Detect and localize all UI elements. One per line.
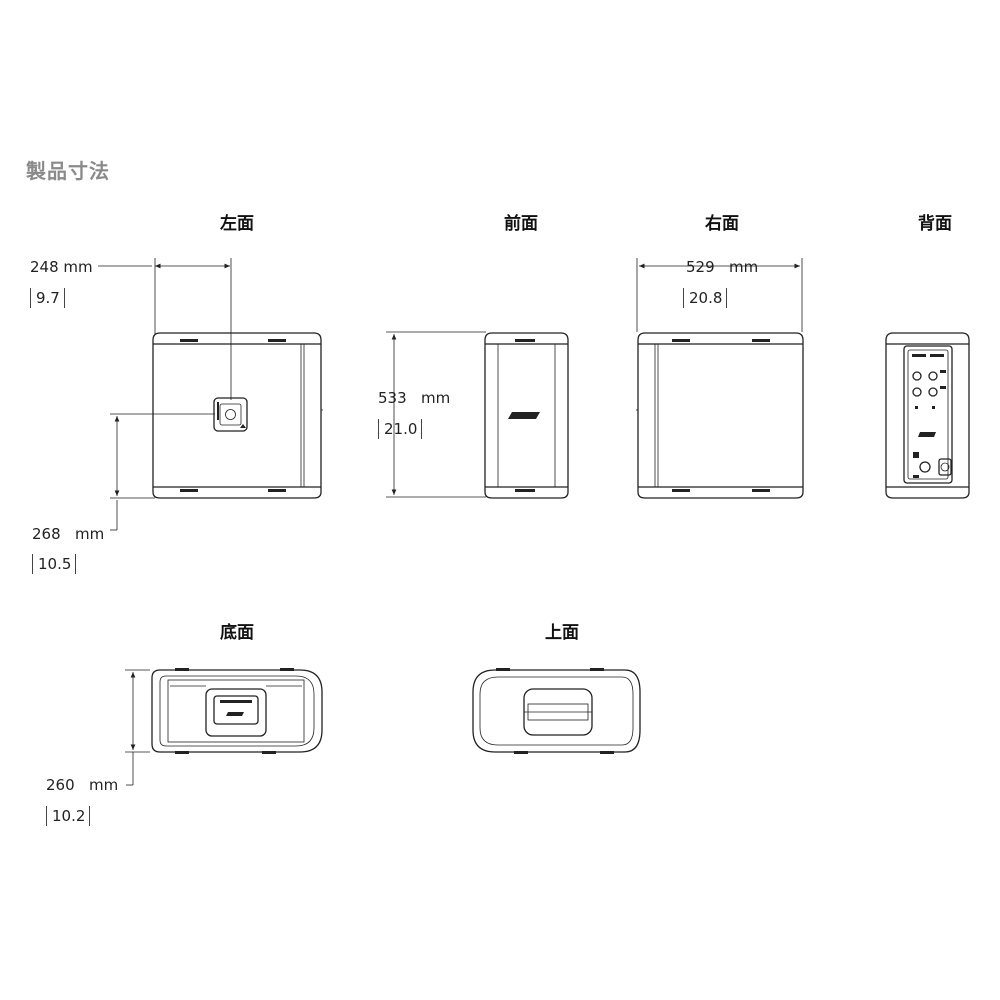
page-title: 製品寸法 <box>26 159 110 183</box>
view-label-left: 左面 <box>220 214 254 234</box>
dim-side-height-inch: 10.5 <box>32 554 77 574</box>
dim-side-height-mm: 268 mm <box>32 525 105 543</box>
view-label-back: 背面 <box>918 214 952 234</box>
dim-width-inch: 20.8 <box>683 288 728 308</box>
dim-depth-mm: 248 mm <box>30 258 93 276</box>
top-view-drawing <box>472 668 641 754</box>
dim-bottom-depth-inch: 10.2 <box>46 806 91 826</box>
dim-height-mm: 533 mm <box>378 389 451 407</box>
view-label-bottom: 底面 <box>220 623 254 643</box>
view-label-top: 上面 <box>545 623 579 643</box>
bottom-view-drawing <box>125 668 323 786</box>
dim-bottom-depth-mm: 260 mm <box>46 776 119 794</box>
back-view-drawing <box>885 332 970 499</box>
right-view-drawing <box>636 258 804 499</box>
front-view-drawing <box>386 331 569 499</box>
view-label-right: 右面 <box>705 214 739 234</box>
left-view-drawing <box>98 258 323 531</box>
view-label-front: 前面 <box>504 214 538 234</box>
dim-depth-inch: 9.7 <box>30 288 65 308</box>
